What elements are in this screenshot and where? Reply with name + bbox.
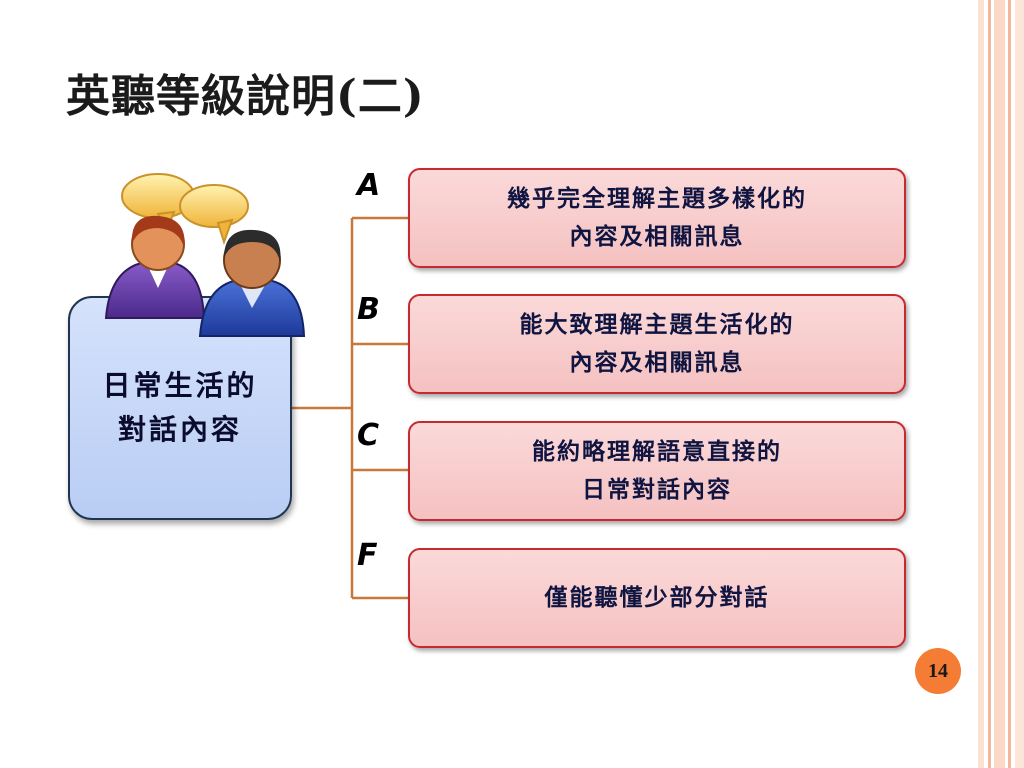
level-box-a: 幾乎完全理解主題多樣化的 內容及相關訊息 <box>408 168 906 268</box>
level-box-f: 僅能聽懂少部分對話 <box>408 548 906 648</box>
slide-title: 英聽等級說明(二) <box>66 71 425 122</box>
level-description-b: 能大致理解主題生活化的 內容及相關訊息 <box>519 311 795 376</box>
level-box-c: 能約略理解語意直接的 日常對話內容 <box>408 421 906 521</box>
grade-letter-c: C <box>357 418 380 453</box>
grade-letter-b: B <box>357 292 380 327</box>
level-description-f: 僅能聽懂少部分對話 <box>544 584 770 611</box>
grade-letter-f: F <box>357 538 378 573</box>
two-people-talking-icon <box>104 173 306 337</box>
level-description-c: 能約略理解語意直接的 日常對話內容 <box>532 438 782 503</box>
level-box-b: 能大致理解主題生活化的 內容及相關訊息 <box>408 294 906 394</box>
page-number-badge: 14 <box>915 648 961 694</box>
level-description-a: 幾乎完全理解主題多樣化的 內容及相關訊息 <box>507 185 807 250</box>
topic-label: 日常生活的 對話內容 <box>102 369 258 446</box>
side-stripes-decoration <box>978 0 1024 768</box>
grade-letter-a: A <box>357 168 381 203</box>
